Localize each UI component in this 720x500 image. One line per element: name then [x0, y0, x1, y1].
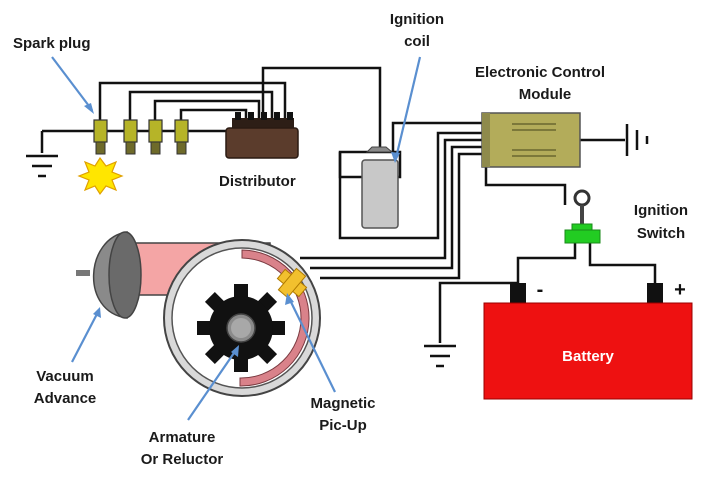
label-vacuum-advance-line1: Vacuum [36, 368, 94, 385]
arrow-head-pickup [285, 293, 294, 305]
pickup-ecm-wire-2 [310, 145, 482, 270]
labels: Spark plug Ignition coil Electronic Cont… [13, 11, 688, 468]
label-ignition-switch-line2: Switch [637, 225, 685, 242]
label-ecm-line1: Electronic Control [475, 64, 605, 81]
battery [483, 283, 693, 400]
spark-plugs [93, 119, 189, 155]
battery-ground-wire [438, 281, 518, 343]
callout-arrows [51, 56, 422, 421]
arrow-head-ignition-coil [391, 152, 400, 163]
ignition-coil [338, 146, 402, 229]
label-vacuum-advance-line2: Advance [34, 390, 97, 407]
ignition-switch[interactable] [564, 189, 601, 244]
label-armature-line2: Or Reluctor [141, 451, 224, 468]
ground-symbol-battery [424, 344, 456, 368]
ecm-switch-wire [484, 165, 567, 205]
arrow-head-spark-plug [84, 103, 94, 114]
spark-plug-1 [93, 119, 108, 155]
arrow-spark-plug [51, 56, 93, 111]
arrow-head-vacuum [93, 307, 101, 318]
arrow-ignition-coil [394, 56, 422, 159]
label-magnetic-pickup-line2: Pic-Up [319, 417, 367, 434]
magnetic-pickup [276, 267, 308, 299]
pickup-ecm-wire-3 [320, 152, 482, 280]
pickup-ecm-wire-1 [300, 138, 482, 260]
label-battery-positive: + [674, 279, 686, 301]
label-spark-plug: Spark plug [13, 35, 91, 52]
arrow-vacuum-advance [71, 311, 99, 363]
arrow-armature [187, 349, 237, 421]
label-distributor: Distributor [219, 173, 296, 190]
coil-ecm-wire-2 [338, 131, 482, 240]
plug-wire-4 [179, 108, 248, 125]
spark-plug-4 [174, 119, 189, 155]
spark-plug-3 [148, 119, 163, 155]
label-ignition-coil-line1: Ignition [390, 11, 444, 28]
label-armature-line1: Armature [149, 429, 216, 446]
reluctor-gear-icon [197, 284, 285, 372]
plug-wire-3 [153, 99, 261, 125]
label-ignition-coil-line2: coil [404, 33, 430, 50]
label-magnetic-pickup-line1: Magnetic [310, 395, 375, 412]
arrow-magnetic-pickup [288, 297, 336, 393]
switch-neg-wire [516, 243, 577, 283]
arrow-head-armature [231, 345, 239, 357]
coil-ecm-wire-1 [391, 121, 482, 152]
label-battery: Battery [562, 348, 614, 365]
spark-plug-2 [123, 119, 138, 155]
distributor [225, 112, 299, 159]
label-ignition-switch-line1: Ignition [634, 202, 688, 219]
electronic-control-module [481, 112, 581, 168]
coil-ht-lead [261, 66, 382, 152]
plug-wire-2 [128, 90, 274, 125]
label-battery-negative: - [537, 279, 544, 301]
plug-wire-1 [98, 81, 287, 125]
switch-battery-wire [588, 243, 657, 283]
ground-symbol-left [26, 154, 58, 178]
spark-burst-icon [77, 156, 124, 196]
label-ecm-line2: Module [519, 86, 572, 103]
ground-symbol-ecm [625, 124, 649, 156]
